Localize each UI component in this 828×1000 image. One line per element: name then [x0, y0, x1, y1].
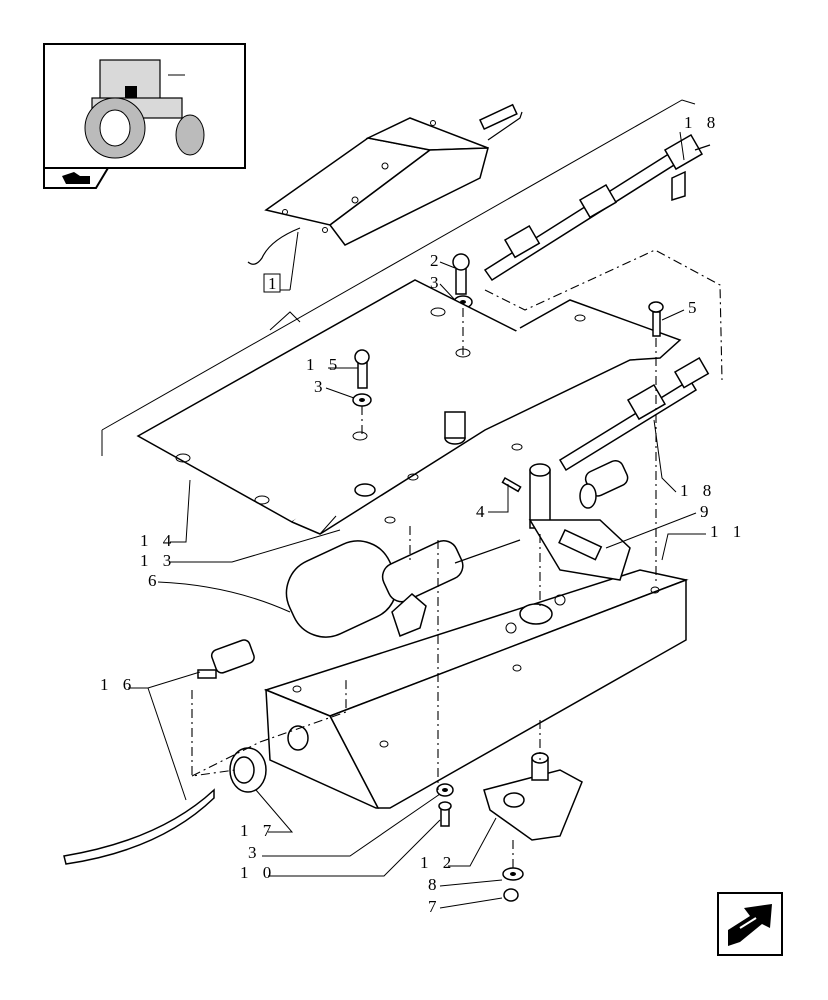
callout-9: 9	[700, 502, 714, 521]
callout-17: 1 7	[240, 821, 276, 840]
tractor-locator-thumbnail	[84, 59, 205, 159]
washer-3b	[352, 393, 372, 407]
linkage-rod-lower	[558, 356, 710, 472]
callout-3a: 3	[430, 273, 444, 292]
tractor-thumbnail[interactable]	[43, 43, 246, 169]
coupling-9	[579, 459, 629, 509]
callout-11: 1 1	[710, 522, 746, 541]
callout-2: 2	[430, 251, 444, 270]
ref-box-1: 1	[263, 231, 299, 293]
callout-14: 1 4	[140, 531, 176, 550]
screw-5	[648, 301, 664, 337]
callout-12: 1 2	[420, 853, 456, 872]
bolt-2	[452, 253, 470, 295]
assembly-centerlines	[191, 249, 723, 868]
ref-box-label: 1	[268, 274, 282, 293]
cover-plate-assembly	[247, 103, 523, 265]
upright-post	[529, 463, 551, 529]
callout-5: 5	[688, 298, 702, 317]
callouts: 1 8 2 3 5 1 5 3 1 8 9 1 1 4 1 4 1 3 6 1 …	[100, 113, 746, 916]
bolt-10	[438, 801, 452, 827]
page-back-arrow-icon[interactable]	[43, 167, 110, 189]
rubber-mount-12	[483, 752, 583, 841]
nut-7	[503, 888, 519, 902]
callout-15: 1 5	[306, 355, 342, 374]
next-page-arrow-icon[interactable]	[717, 892, 783, 956]
bolt-15	[354, 349, 370, 389]
washer-8	[502, 867, 524, 881]
grommet-17	[229, 747, 267, 793]
washer-3c	[436, 783, 454, 797]
linkage-rod-top	[483, 133, 711, 282]
pin-4	[501, 476, 522, 493]
callout-18a: 1 8	[684, 113, 720, 132]
callout-13: 1 3	[140, 551, 176, 570]
housing-11	[263, 519, 689, 809]
callout-3b: 3	[314, 377, 328, 396]
assembly-frame	[101, 99, 696, 456]
callout-4: 4	[476, 502, 490, 521]
callout-10: 1 0	[240, 863, 276, 882]
actuator-motor-6	[285, 539, 521, 638]
callout-7: 7	[428, 897, 442, 916]
middle-plate-13	[291, 299, 682, 535]
callout-8: 8	[428, 875, 442, 894]
connector-16	[197, 639, 255, 679]
callout-6: 6	[148, 571, 162, 590]
callout-16: 1 6	[100, 675, 136, 694]
callout-3c: 3	[248, 843, 262, 862]
cable-16	[63, 788, 215, 865]
callout-18b: 1 8	[680, 481, 716, 500]
